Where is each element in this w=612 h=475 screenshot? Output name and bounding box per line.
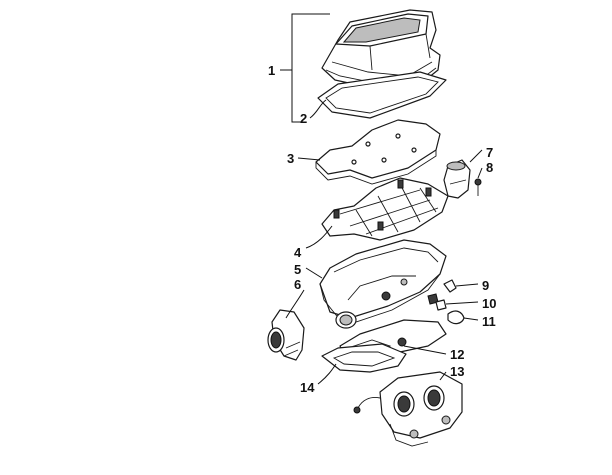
cover-gasket — [317, 71, 447, 119]
callout-4: 4 — [294, 245, 302, 260]
callout-numbers: 1 2 3 4 5 6 7 8 9 10 11 12 13 14 — [268, 63, 496, 395]
drain-hose — [447, 310, 465, 325]
callout-14: 14 — [300, 380, 315, 395]
intake-boot — [267, 309, 305, 361]
throttle-body-assembly — [353, 371, 463, 447]
filter-cage — [321, 177, 449, 241]
inlet-duct — [443, 159, 471, 199]
callout-13: 13 — [450, 364, 464, 379]
callout-5: 5 — [294, 262, 301, 277]
air-box-base — [319, 239, 447, 329]
lower-gasket — [321, 343, 407, 373]
callout-11: 11 — [482, 314, 496, 329]
callout-6: 6 — [294, 277, 301, 292]
callout-9: 9 — [482, 278, 489, 293]
filter-element — [315, 119, 441, 185]
callout-2: 2 — [300, 111, 307, 126]
callout-7: 7 — [486, 145, 493, 160]
clamp — [443, 279, 457, 293]
callout-3: 3 — [287, 151, 294, 166]
callout-12: 12 — [450, 347, 464, 362]
callout-10: 10 — [482, 296, 496, 311]
air-box-cover — [321, 9, 441, 93]
fitting — [427, 293, 447, 311]
duct-screw — [474, 178, 482, 196]
callout-8: 8 — [486, 160, 493, 175]
leader-lines — [280, 13, 483, 385]
callout-1: 1 — [268, 63, 275, 78]
